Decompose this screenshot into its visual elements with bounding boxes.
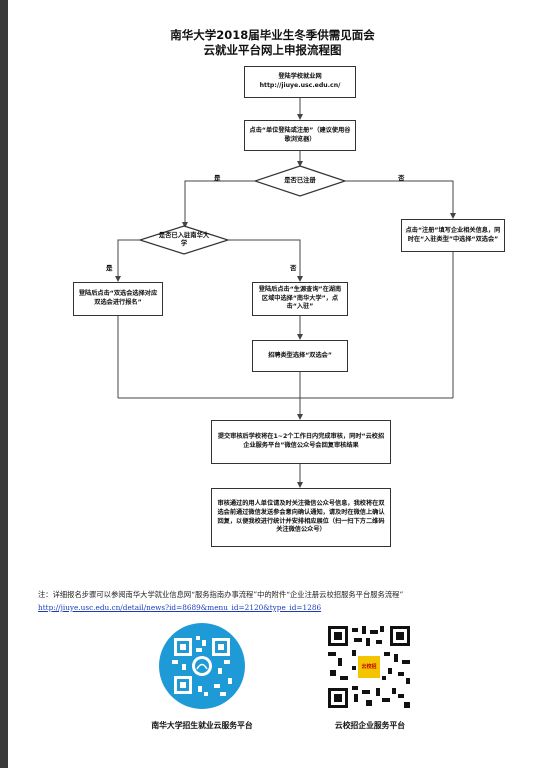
step-click-login: 点击“单位登陆或注册”（建议使用谷歌浏览器） [244, 120, 356, 151]
page-title-line2: 云就业平台网上申报流程图 [203, 43, 342, 57]
qr-left-caption: 南华大学招生就业云服务平台 [151, 721, 253, 730]
branch-yes-joined: 是 [106, 264, 113, 272]
qr-right-caption: 云校招企业服务平台 [334, 721, 406, 730]
footnote-text: 注：详细报名步骤可以参阅南华大学就业信息网“服务指南办事流程”中的附件“企业注册… [38, 590, 404, 599]
page-left-edge [0, 0, 8, 768]
step-recruit-type: 招聘类型选择“双选会” [252, 340, 348, 372]
decision-registered-shape [253, 165, 347, 197]
flow-connectors [115, 98, 456, 488]
footnote-link[interactable]: http://jiuye.usc.edu.cn/detail/news?id=8… [38, 603, 322, 612]
footnote: 注：详细报名步骤可以参阅南华大学就业信息网“服务指南办事流程”中的附件“企业注册… [38, 588, 516, 614]
qr-right-badge: 云校招 [361, 664, 377, 670]
arrow-joined-no [224, 239, 303, 282]
arrow-joined-yes [115, 239, 145, 282]
arrow-registered-no [334, 180, 456, 219]
step-register: 点击“注册”填写企业相关信息，同时在“入驻类型”中选择“双选会” [401, 219, 505, 252]
decision-joined-label: 是否已入驻南华大学 [158, 232, 210, 247]
branch-yes-registered: 是 [214, 174, 221, 182]
step-login-site: 登陆学校就业网 http://jiuye.usc.edu.cn/ [244, 66, 356, 98]
decision-joined-shape [138, 225, 230, 255]
step-confirm-wechat: 审核通过的用人单位请及时关注微信公众号信息，我校将在双选会前通过微信发送参会意向… [211, 488, 391, 547]
qr-code-right: 云校招 [326, 624, 412, 710]
step-source-query: 登陆后点击“生源查询”在湖南区域中选择“南华大学”，点击“入驻” [252, 282, 348, 316]
branch-no-joined: 否 [290, 264, 297, 272]
branch-no-registered: 否 [398, 174, 405, 182]
step-select-fair: 登陆后点击“双选会选择对应双选会进行报名” [73, 282, 163, 316]
qr-code-left [158, 622, 246, 710]
arrow-registered-yes [182, 180, 268, 228]
decision-registered-label: 是否已注册 [284, 177, 316, 184]
page-title-line1: 南华大学2018届毕业生冬季供需见面会 [170, 28, 375, 42]
step-submit-review: 提交审核后学校将在1~2个工作日内完成审核，同时“云校招企业服务平台”微信公众号… [211, 420, 391, 464]
qr-right-badge-bg [358, 656, 380, 678]
